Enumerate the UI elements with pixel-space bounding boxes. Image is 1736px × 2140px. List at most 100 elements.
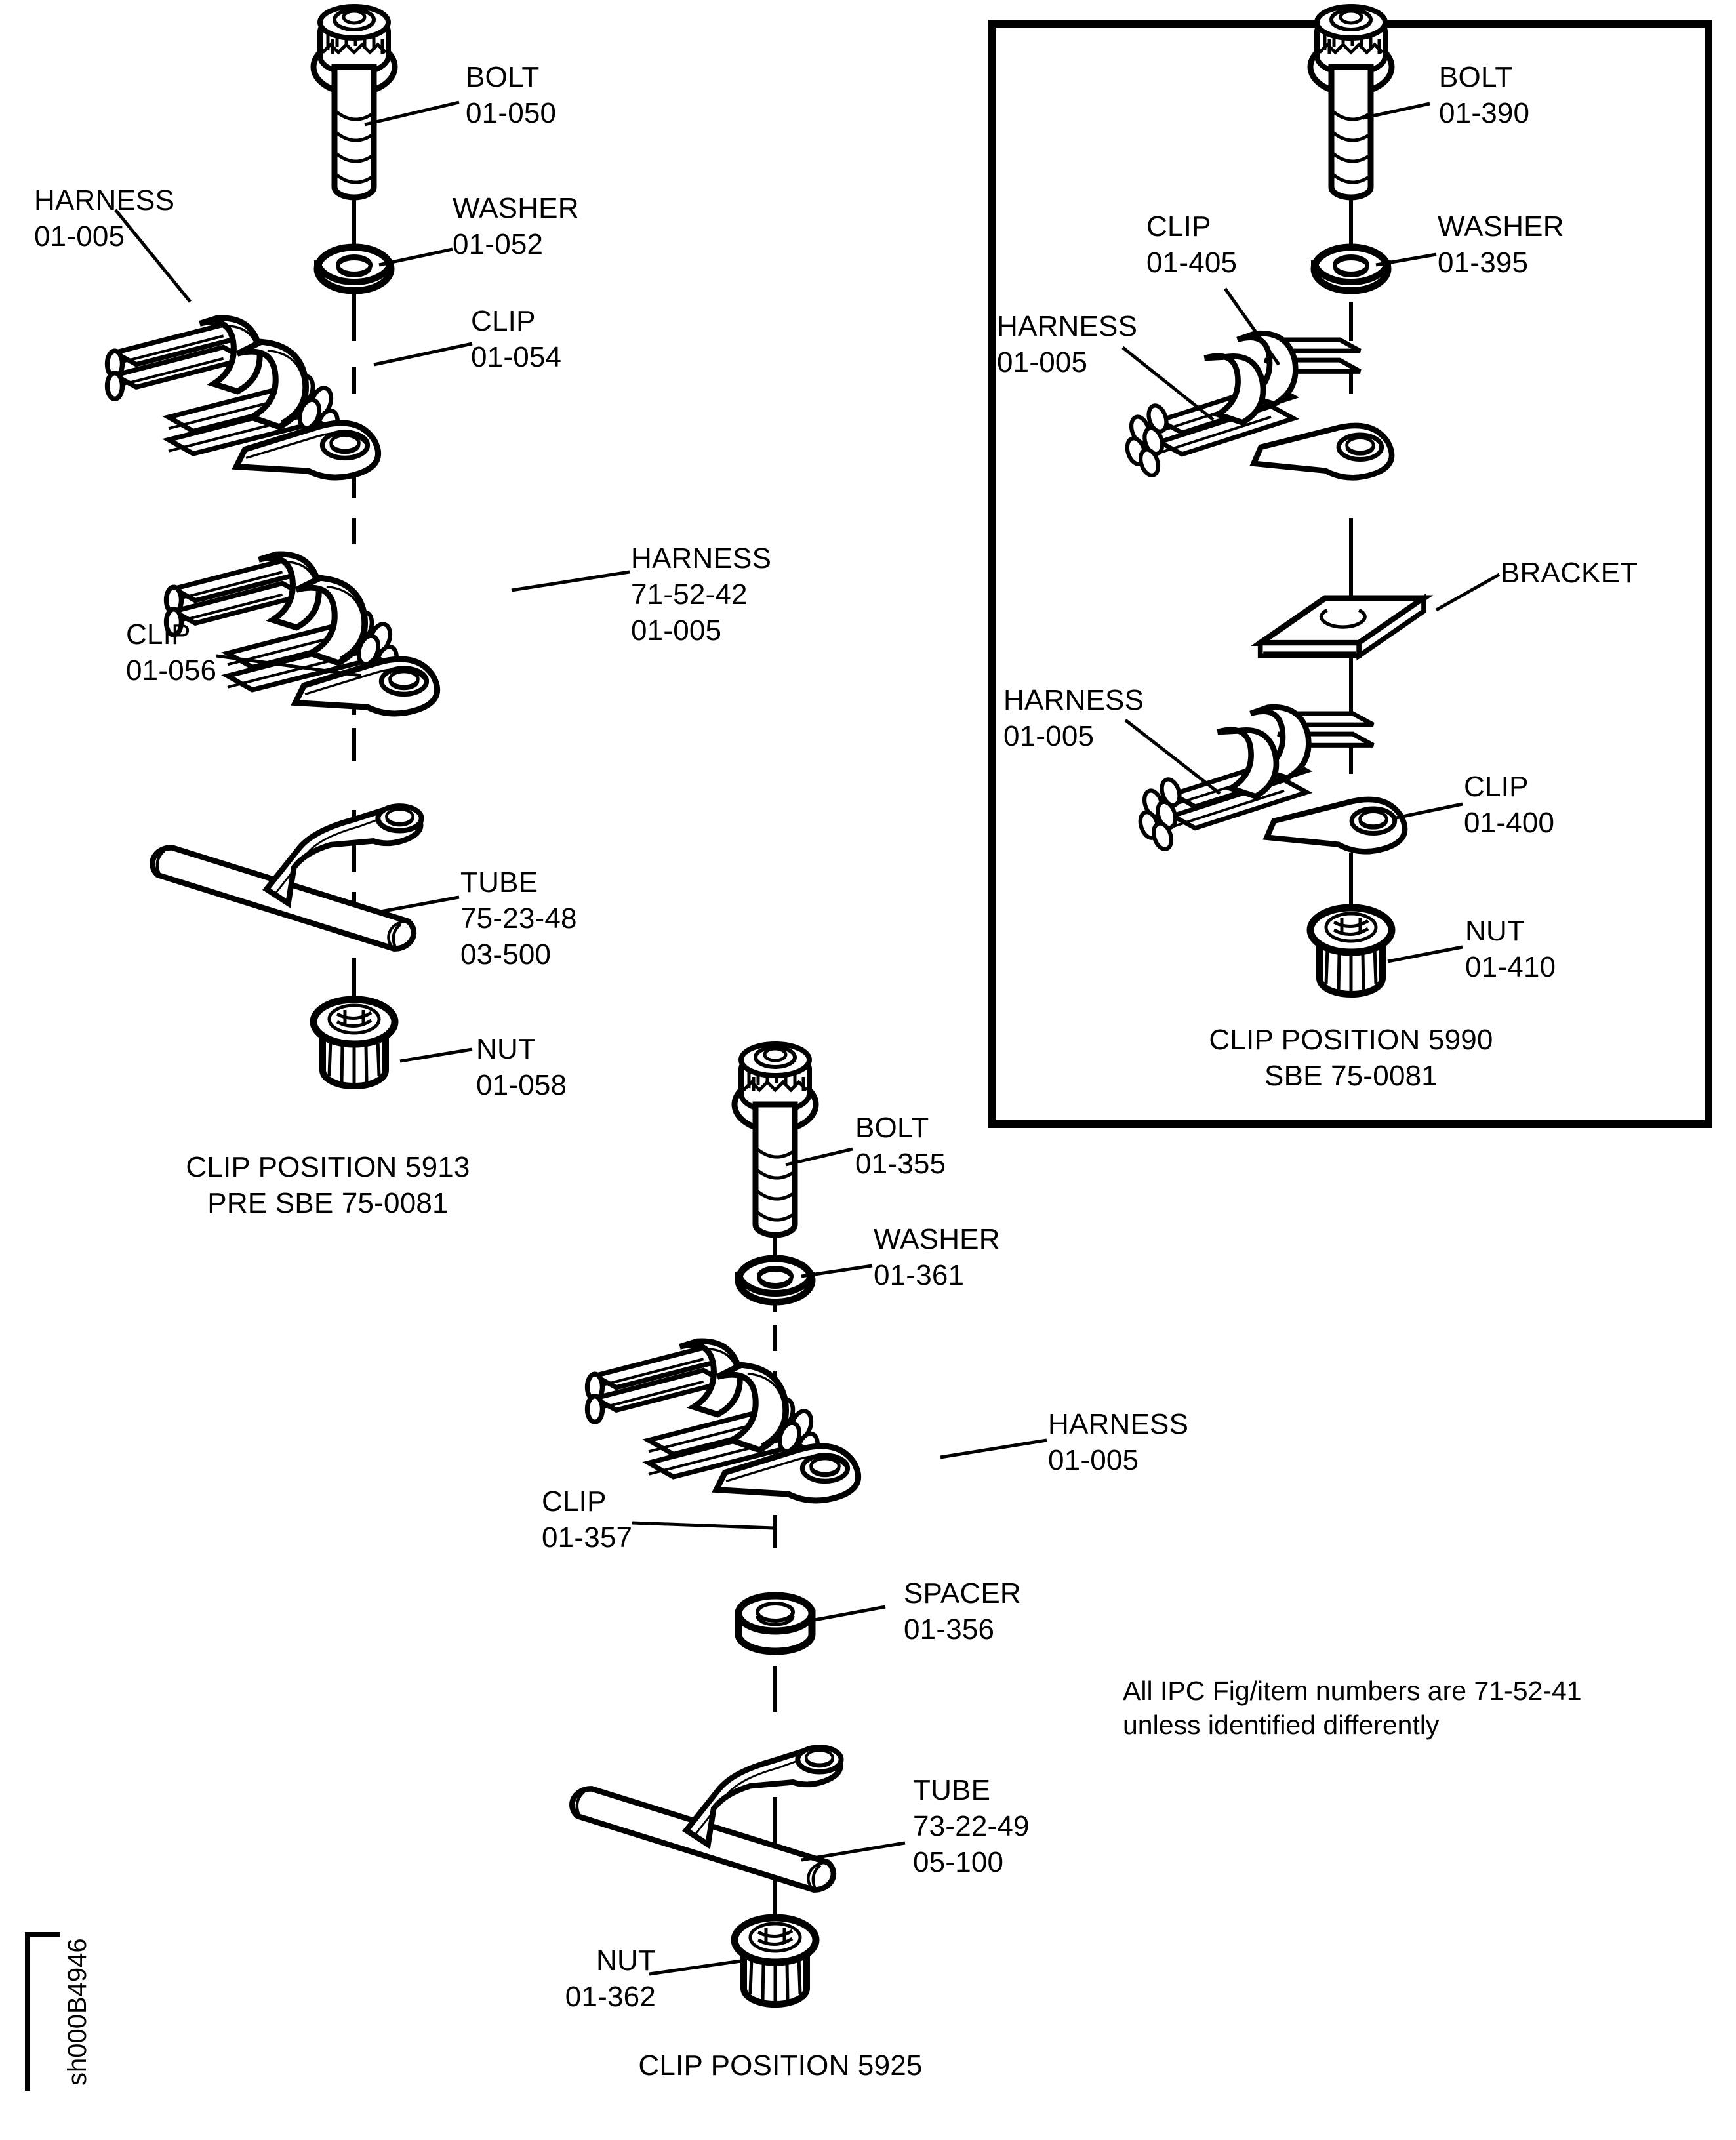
callout-bolt-01-355: BOLT 01-355 xyxy=(855,1110,946,1182)
callout-bolt-01-050-item: 01-050 xyxy=(466,97,557,129)
washer-01-361-art xyxy=(738,1259,812,1302)
assembly-5913-artwork xyxy=(108,7,630,1086)
callout-harness-71-52-42-item: 01-005 xyxy=(631,615,722,647)
caption-clip-position-5925: CLIP POSITION 5925 xyxy=(459,2048,1102,2084)
callout-harness-01-005-c: HARNESS 01-005 xyxy=(1048,1406,1188,1478)
callout-harness-01-005-c-name: HARNESS xyxy=(1048,1408,1189,1440)
harness-clip-01-054-art xyxy=(108,318,378,477)
callout-tube-73-22-49-item: 05-100 xyxy=(913,1846,1004,1878)
callout-harness-71-52-42-fig: 71-52-42 xyxy=(631,578,748,611)
callout-spacer-01-356: SPACER 01-356 xyxy=(904,1575,1021,1647)
tube-73-22-49-art xyxy=(572,1747,841,1891)
callout-clip-01-054-item: 01-054 xyxy=(471,341,562,373)
callout-clip-01-405-item: 01-405 xyxy=(1146,247,1238,279)
nut-01-410-art xyxy=(1310,908,1392,994)
callout-bolt-01-355-name: BOLT xyxy=(855,1112,929,1144)
callout-bracket: BRACKET xyxy=(1501,555,1638,591)
tube-75-23-48-art xyxy=(152,806,421,950)
callout-harness-01-005-a: HARNESS 01-005 xyxy=(34,182,174,254)
callout-harness-01-005-b2-name: HARNESS xyxy=(1003,684,1144,716)
callout-clip-01-400: CLIP 01-400 xyxy=(1464,769,1554,841)
callout-clip-01-056-item: 01-056 xyxy=(126,655,217,687)
callout-washer-01-395: WASHER 01-395 xyxy=(1438,209,1564,281)
callout-nut-01-410-name: NUT xyxy=(1465,915,1525,947)
callout-nut-01-058: NUT 01-058 xyxy=(476,1031,567,1103)
bracket-art xyxy=(1261,598,1424,656)
spacer-01-356-art xyxy=(738,1596,812,1651)
general-note-line2: unless identified differently xyxy=(1123,1710,1440,1740)
callout-nut-01-058-item: 01-058 xyxy=(476,1069,567,1101)
callout-washer-01-052: WASHER 01-052 xyxy=(453,190,579,262)
callout-washer-01-395-item: 01-395 xyxy=(1438,247,1529,279)
callout-bolt-01-050: BOLT 01-050 xyxy=(466,59,556,131)
callout-bolt-01-050-name: BOLT xyxy=(466,61,540,93)
callout-nut-01-410-item: 01-410 xyxy=(1465,951,1556,983)
callout-clip-01-054-name: CLIP xyxy=(471,305,536,337)
caption-clip-position-5925-line1: CLIP POSITION 5925 xyxy=(638,2049,923,2082)
bolt-01-050-art xyxy=(313,7,395,197)
callout-bracket-name: BRACKET xyxy=(1501,557,1638,589)
callout-spacer-01-356-name: SPACER xyxy=(904,1577,1021,1609)
nut-01-058-art xyxy=(313,999,395,1086)
callout-tube-73-22-49-name: TUBE xyxy=(913,1774,991,1806)
callout-tube-75-23-48-name: TUBE xyxy=(460,866,538,898)
callout-clip-01-400-name: CLIP xyxy=(1464,771,1529,803)
callout-washer-01-361-item: 01-361 xyxy=(874,1259,965,1291)
sheet-code-bracket xyxy=(25,1932,60,2091)
callout-harness-01-005-b1: HARNESS 01-005 xyxy=(997,308,1137,380)
callout-spacer-01-356-item: 01-356 xyxy=(904,1613,995,1645)
caption-clip-position-5913-line2: PRE SBE 75-0081 xyxy=(207,1187,449,1219)
callout-nut-01-362: NUT 01-362 xyxy=(459,1943,656,2015)
callout-clip-01-357-item: 01-357 xyxy=(542,1522,633,1554)
callout-tube-75-23-48: TUBE 75-23-48 03-500 xyxy=(460,864,577,973)
bolt-01-355-art xyxy=(735,1044,816,1235)
callout-nut-01-058-name: NUT xyxy=(476,1033,536,1065)
callout-clip-01-405: CLIP 01-405 xyxy=(1146,209,1237,281)
callout-tube-75-23-48-fig: 75-23-48 xyxy=(460,902,577,935)
callout-clip-01-056: CLIP 01-056 xyxy=(126,616,216,689)
callout-washer-01-361-name: WASHER xyxy=(874,1223,1000,1255)
callout-clip-01-054: CLIP 01-054 xyxy=(471,303,561,375)
callout-washer-01-395-name: WASHER xyxy=(1438,211,1564,243)
callout-harness-01-005-c-item: 01-005 xyxy=(1048,1444,1139,1476)
callout-bolt-01-390: BOLT 01-390 xyxy=(1439,59,1529,131)
bolt-01-390-art xyxy=(1310,7,1392,197)
callout-harness-01-005-b2: HARNESS 01-005 xyxy=(1003,682,1144,754)
callout-nut-01-410: NUT 01-410 xyxy=(1465,913,1556,985)
sheet-code-label: sh000B4946 xyxy=(63,1938,92,2086)
callout-bolt-01-355-item: 01-355 xyxy=(855,1148,946,1180)
callout-harness-01-005-b2-item: 01-005 xyxy=(1003,720,1095,752)
assembly-5990-artwork xyxy=(1123,7,1501,994)
washer-01-052-art xyxy=(317,247,391,291)
callout-washer-01-052-item: 01-052 xyxy=(453,228,544,260)
callout-tube-75-23-48-item: 03-500 xyxy=(460,939,552,971)
callout-washer-01-052-name: WASHER xyxy=(453,192,579,224)
callout-bolt-01-390-name: BOLT xyxy=(1439,61,1513,93)
callout-harness-01-005-a-item: 01-005 xyxy=(34,220,125,252)
assembly-5925-artwork xyxy=(572,1044,1047,2004)
callout-harness-01-005-b1-item: 01-005 xyxy=(997,346,1088,378)
harness-clip-01-357-art xyxy=(588,1341,858,1501)
callout-bolt-01-390-item: 01-390 xyxy=(1439,97,1530,129)
caption-clip-position-5990-line1: CLIP POSITION 5990 xyxy=(1209,1024,1493,1056)
callout-nut-01-362-name: NUT xyxy=(595,1945,656,1977)
washer-01-395-art xyxy=(1314,247,1388,291)
caption-clip-position-5913-line1: CLIP POSITION 5913 xyxy=(186,1151,470,1183)
nut-01-362-art xyxy=(735,1918,816,2004)
callout-nut-01-362-item: 01-362 xyxy=(565,1981,656,2013)
callout-clip-01-400-item: 01-400 xyxy=(1464,807,1555,839)
caption-clip-position-5990-line2: SBE 75-0081 xyxy=(1264,1060,1438,1092)
harness-clip-01-400-art xyxy=(1137,707,1405,851)
callout-harness-01-005-b1-name: HARNESS xyxy=(997,310,1138,342)
callout-clip-01-405-name: CLIP xyxy=(1146,211,1211,243)
callout-clip-01-056-name: CLIP xyxy=(126,618,191,651)
callout-harness-01-005-a-name: HARNESS xyxy=(34,184,175,216)
